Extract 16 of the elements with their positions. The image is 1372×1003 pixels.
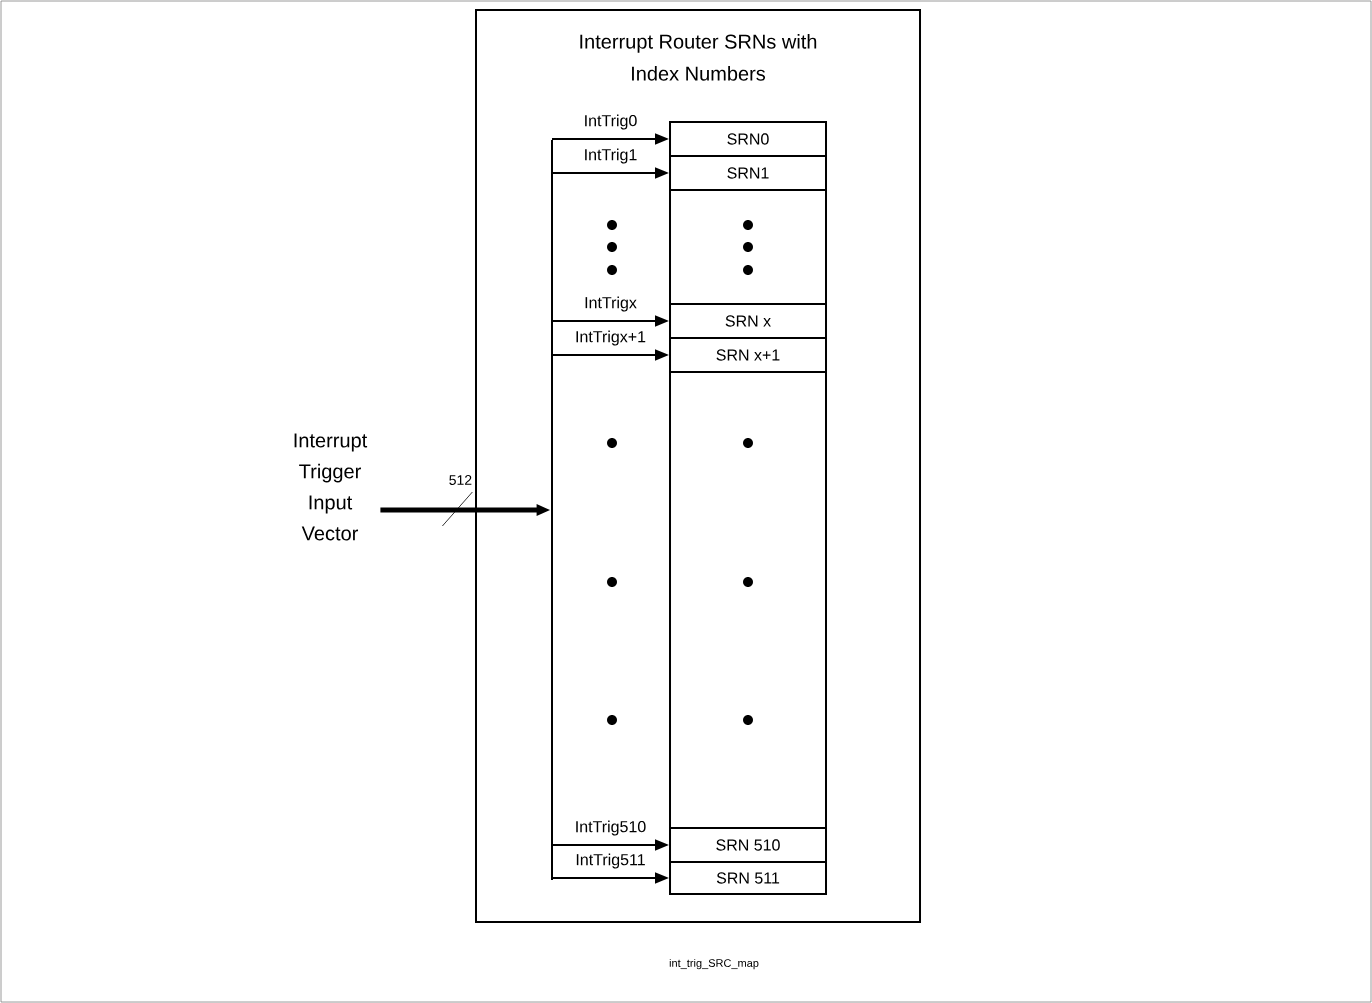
edge-label: IntTrig1: [585, 148, 637, 164]
srn-row: SRN1: [669, 155, 827, 191]
bus-line: [551, 140, 553, 880]
srn-row: SRN x+1: [669, 337, 827, 373]
edge-label: IntTrigx+1: [576, 330, 646, 346]
edge-label: 512: [449, 475, 472, 485]
srn-row: SRN 511: [669, 861, 827, 895]
input-label: Interrupt Trigger Input Vector: [294, 433, 368, 541]
figure-id: int_trig_SRC_map: [669, 958, 759, 970]
edge-label: IntTrigx: [585, 296, 637, 312]
edge-label: IntTrig510: [576, 820, 646, 836]
srn-row: SRN x: [669, 303, 827, 339]
edge-label: IntTrig511: [576, 853, 645, 869]
srn-row: SRN0: [669, 121, 827, 157]
srn-row: SRN 510: [669, 827, 827, 863]
edge-label: IntTrig0: [585, 114, 637, 130]
